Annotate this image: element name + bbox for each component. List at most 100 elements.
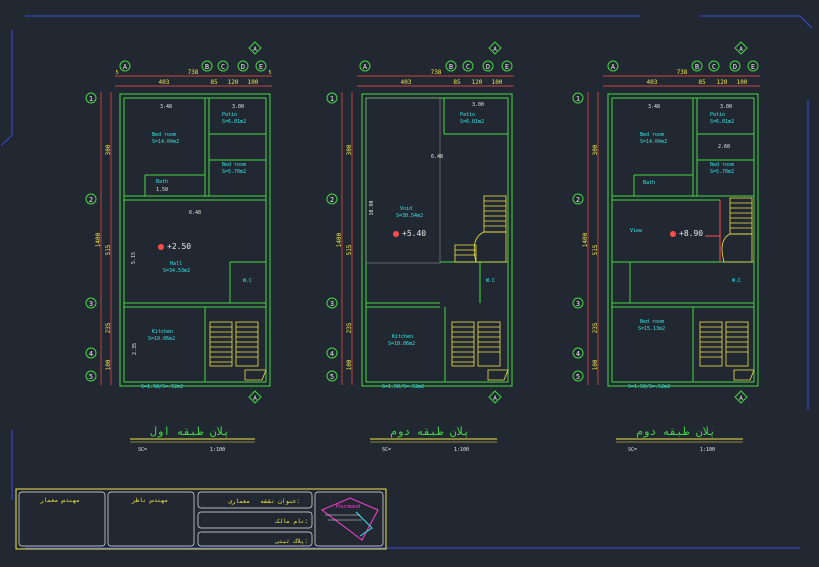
dim-text: 10.90 [369,200,375,215]
room-name: Kitchen [152,329,173,335]
level-marker-icon [393,231,399,237]
axis-label: 1 [576,95,580,103]
scale-label: SC= [138,447,147,453]
room-area: S=14.04m2 [640,139,667,145]
dim-h2: 515 [105,244,112,255]
dim-seg-a: 403 [647,79,658,86]
dim-seg-b: 85 [210,79,218,86]
room-area: S=5.70m2 [710,169,734,175]
left-dimensions [587,92,599,385]
axis-label: D [486,63,490,71]
scale-label: SC= [628,447,637,453]
axis-label: 5 [89,373,93,381]
left-dimensions [100,92,112,385]
dim-seg-d: 100 [248,79,259,86]
dim-text: 3.48 [648,104,660,110]
axis-label: 2 [576,196,580,204]
room-name: W.C [732,278,741,284]
room-name: View [630,228,643,234]
axis-label: 2 [330,196,334,204]
room-area: S=6.01m2 [460,119,484,125]
floor-level: +2.50 [167,242,191,251]
dim-total-width: 738 [188,69,199,76]
dim-total-height: 1400 [336,232,343,247]
section-marker-label: A [739,46,743,53]
room-name: W.C [243,278,252,284]
section-marker-label: A [493,395,497,402]
address-label: پلاک ثبتی: [274,537,308,545]
level-marker-icon [670,231,676,237]
axis-markers-left: 1 2 3 4 5 [326,92,338,382]
room-area: S=14.04m2 [152,139,179,145]
architect-label: مهندس معمار [39,497,80,504]
dim-h2: 515 [346,244,353,255]
room-name: Patio [460,112,475,118]
axis-label: 3 [330,300,334,308]
staircase [699,197,755,381]
axis-label: B [449,63,453,71]
axis-label: E [751,63,755,71]
staircase [209,321,267,381]
dim-total-width: 738 [677,69,688,76]
dim-h4: 100 [105,359,112,370]
room-name: Bed room [152,132,176,138]
dim-seg-b: 85 [698,79,706,86]
balcony-area: S=1.58/S=.52m2 [141,384,183,390]
red-railing [705,200,721,262]
balcony-area: S=1.58/S=.52m2 [382,384,424,390]
room-name: Bath [643,180,655,186]
axis-markers-top: A B C D E A [119,41,267,72]
walls [607,93,759,387]
dim-h3: 235 [592,322,599,333]
dim-text: 1.50 [156,187,168,193]
top-dimensions [115,75,272,87]
dim-edge: 5 [268,70,271,76]
room-area: S=6.01m2 [222,119,246,125]
dim-h1: 300 [105,144,112,155]
axis-label: A [123,63,128,71]
dim-total-height: 1400 [582,232,589,247]
floor-plan-3: A B C D E A 738 403 85 120 100 1 2 3 [572,41,760,453]
dim-h4: 100 [346,359,353,370]
project-title-value: معماری [228,498,250,505]
axis-label: E [259,63,263,71]
dim-text: 2.60 [718,144,730,150]
room-name: Bed room [710,162,734,168]
scale-ratio: 1:100 [700,447,715,453]
room-name: W.C [486,278,495,284]
scale-label: SC= [382,447,391,453]
dim-total-width: 738 [431,69,442,76]
axis-label: 2 [89,196,93,204]
axis-label: 5 [576,373,580,381]
axis-label: A [611,63,616,71]
axis-label: 1 [89,95,93,103]
dim-h1: 300 [346,144,353,155]
room-name: Kitchen [392,334,413,340]
floor-plan-1: A B C D E A 738 403 85 120 100 5 5 1 [85,41,272,453]
project-title-label: عنوان نقشه: [260,498,300,505]
room-area: S=30.54m2 [396,213,423,219]
dim-text: 3.00 [232,104,244,110]
left-dimensions [341,92,353,385]
axis-label: 3 [576,300,580,308]
axis-label: 5 [330,373,334,381]
dim-h3: 235 [346,322,353,333]
dim-edge: 5 [115,70,118,76]
plan-title: پلان طبقه اول [150,425,229,438]
owner-label: نام مالک: [274,518,308,525]
section-marker-label: A [493,46,497,53]
room-name: Bath [156,179,168,185]
staircase [451,195,509,381]
sheet-frame [1,15,813,549]
room-name: Bed room [640,319,664,325]
top-dimensions [357,75,514,87]
dim-seg-c: 120 [228,79,239,86]
axis-label: C [466,63,470,71]
axis-label: C [221,63,225,71]
dim-text: 3.48 [160,104,172,110]
dim-seg-a: 403 [159,79,170,86]
room-name: Patio [710,112,725,118]
room-name: Bed room [222,162,246,168]
axis-label: B [695,63,699,71]
axis-label: 4 [330,350,334,358]
